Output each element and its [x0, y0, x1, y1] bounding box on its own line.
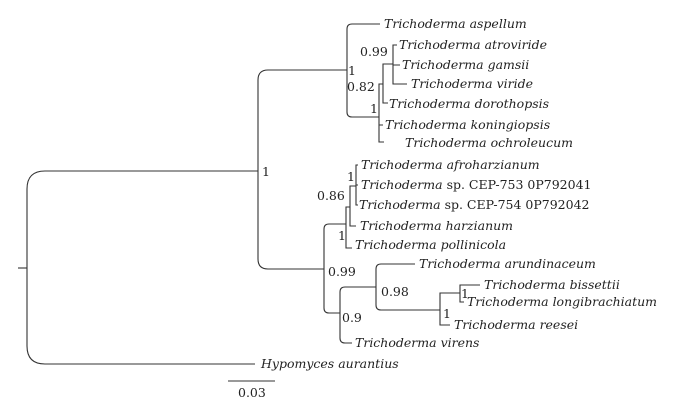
gamsii-dorothopsis-node: [382, 63, 393, 104]
taxon-cep754: Trichoderma sp. CEP-754 0P792042: [359, 197, 589, 212]
trichoderma-node: [257, 69, 347, 270]
support-values: 1 1 0.99 0.82 1 1 0.86 1 0.99 0.98 1 1 0…: [262, 44, 469, 325]
reesei-node: [439, 292, 460, 326]
lower-clade-node: [323, 223, 346, 314]
bissettii-node: [459, 284, 480, 303]
support-virens-node: 0.9: [342, 310, 362, 325]
taxon-gamsii: Trichoderma gamsii: [402, 57, 529, 72]
pollinicola-node: [345, 206, 352, 249]
support-atroviride-node: 0.99: [360, 44, 388, 59]
support-afroharzianum-node: 1: [347, 169, 355, 184]
support-arundinaceum-node: 0.98: [381, 284, 409, 299]
taxon-cep753: Trichoderma sp. CEP-753 0P792041: [361, 177, 591, 192]
afroharzianum-node: [355, 164, 358, 206]
taxon-ochroleucum: Trichoderma ochroleucum: [405, 135, 573, 150]
support-reesei-node: 1: [443, 306, 451, 321]
scale-bar: 0.03: [228, 380, 275, 400]
support-koningiopsis-node: 1: [370, 101, 378, 116]
root-branch: [26, 170, 258, 365]
taxon-longibrachiatum: Trichoderma longibrachiatum: [467, 294, 657, 309]
koningiopsis-node: [378, 83, 384, 143]
arundinaceum-node: [375, 263, 440, 311]
taxon-viride: Trichoderma viride: [411, 76, 533, 91]
taxon-labels: Trichoderma aspellum Trichoderma atrovir…: [260, 16, 657, 371]
support-lower-clade: 0.99: [328, 264, 356, 279]
support-viride-clade: 1: [348, 63, 356, 78]
viride-clade-node: [346, 23, 380, 118]
taxon-aspellum: Trichoderma aspellum: [384, 16, 527, 31]
scale-bar-label: 0.03: [238, 385, 266, 400]
support-harzianum-node: 0.86: [317, 188, 345, 203]
tree-branches: [18, 23, 480, 365]
support-gamsii-dorothopsis-node: 0.82: [347, 79, 375, 94]
taxon-dorothopsis: Trichoderma dorothopsis: [389, 96, 549, 111]
support-pollinicola-node: 1: [338, 228, 346, 243]
taxon-reesei: Trichoderma reesei: [454, 317, 578, 332]
harzianum-node: [349, 185, 356, 227]
taxon-hypomyces: Hypomyces aurantius: [260, 356, 399, 371]
taxon-atroviride: Trichoderma atroviride: [399, 37, 547, 52]
taxon-koningiopsis: Trichoderma koningiopsis: [385, 117, 550, 132]
atroviride-node: [392, 44, 407, 85]
taxon-harzianum: Trichoderma harzianum: [360, 218, 513, 233]
support-trichoderma-root: 1: [262, 164, 270, 179]
virens-node: [339, 286, 376, 344]
support-bissettii-node: 1: [461, 286, 469, 301]
taxon-bissettii: Trichoderma bissettii: [484, 277, 620, 292]
taxon-pollinicola: Trichoderma pollinicola: [355, 237, 506, 252]
taxon-arundinaceum: Trichoderma arundinaceum: [419, 256, 596, 271]
taxon-afroharzianum: Trichoderma afroharzianum: [361, 157, 540, 172]
taxon-virens: Trichoderma virens: [355, 335, 479, 350]
